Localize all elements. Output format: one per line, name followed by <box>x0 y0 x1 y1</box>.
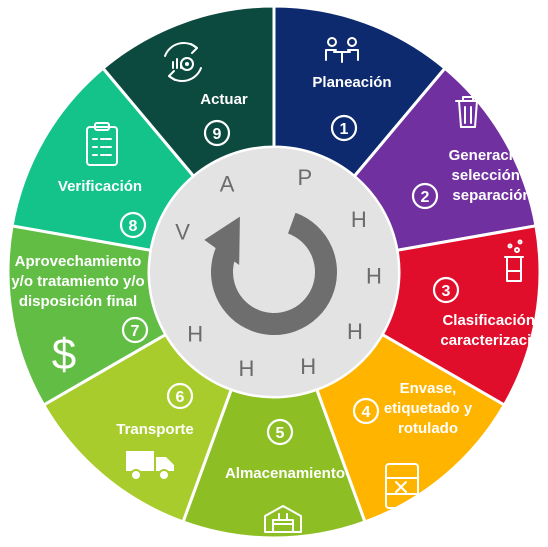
step-number: 2 <box>421 189 430 206</box>
barrel-icon <box>385 463 419 509</box>
cycle-letter: H <box>238 356 254 381</box>
trash-bin-icon <box>455 96 481 128</box>
segment-label: Almacenamiento <box>225 465 345 482</box>
segment-label: disposición final <box>19 293 137 310</box>
segment-5: Almacenamiento 5 <box>181 387 367 540</box>
step-number: 5 <box>276 425 285 442</box>
cycle-letter: H <box>351 207 367 232</box>
segment-label: Aprovechamiento <box>15 253 142 270</box>
segment-label: Verificación <box>58 178 142 195</box>
step-number-circle <box>203 119 231 147</box>
cycle-letter: V <box>175 219 190 244</box>
cycle-target-icon <box>164 41 202 83</box>
segment-label: Generación, <box>449 147 536 164</box>
segment-label: Clasificación y <box>442 312 548 329</box>
step-number-circle <box>121 316 149 344</box>
truck-icon <box>126 451 174 481</box>
step-number: 7 <box>131 323 140 340</box>
svg-text:$: $ <box>52 330 76 379</box>
step-number-circle <box>352 397 380 425</box>
segment-label: Planeación <box>312 74 391 91</box>
center-circle <box>150 148 398 396</box>
segment-wedge <box>100 4 276 179</box>
step-number: 1 <box>340 121 349 138</box>
step-number-circle <box>330 114 358 142</box>
refresh-cycle-icon <box>204 212 337 335</box>
lab-beaker-icon <box>504 239 524 282</box>
segment-label: etiquetado y <box>384 400 473 417</box>
segment-label: Transporte <box>116 421 194 438</box>
step-number-circle <box>166 382 194 410</box>
step-number: 8 <box>129 218 138 235</box>
clipboard-icon <box>86 122 118 166</box>
cycle-letter: H <box>187 322 203 347</box>
segment-label: Actuar <box>200 91 248 108</box>
meeting-icon <box>325 37 359 63</box>
segment-label: caracterización <box>440 332 548 349</box>
step-number-circle <box>266 418 294 446</box>
step-number-circle <box>432 276 460 304</box>
segment-label: separación <box>452 187 531 204</box>
cycle-letter: H <box>366 263 382 288</box>
step-number: 3 <box>442 283 451 300</box>
segment-7: Aprovechamiento y/o tratamiento y/o dispos… <box>6 224 168 408</box>
step-number: 4 <box>362 404 371 421</box>
step-number: 9 <box>213 126 222 143</box>
dollar-icon: $ <box>52 330 76 379</box>
cycle-letter: H <box>347 319 363 344</box>
step-number: 6 <box>176 389 185 406</box>
step-number-circle <box>119 211 147 239</box>
segment-label: Envase, <box>400 380 457 397</box>
segment-9: Actuar 9 <box>100 4 276 179</box>
cycle-letter: H <box>300 354 316 379</box>
center-hub: P H H H H H H V A <box>150 148 398 396</box>
warehouse-icon <box>264 505 302 533</box>
cycle-letter: P <box>298 165 313 190</box>
step-number-circle <box>411 182 439 210</box>
segment-label: selección y <box>452 167 534 184</box>
segment-label: y/o tratamiento y/o <box>11 273 144 290</box>
segment-label: rotulado <box>398 420 458 437</box>
cycle-letter: A <box>220 172 235 197</box>
segment-1: Planeación 1 <box>272 4 448 179</box>
